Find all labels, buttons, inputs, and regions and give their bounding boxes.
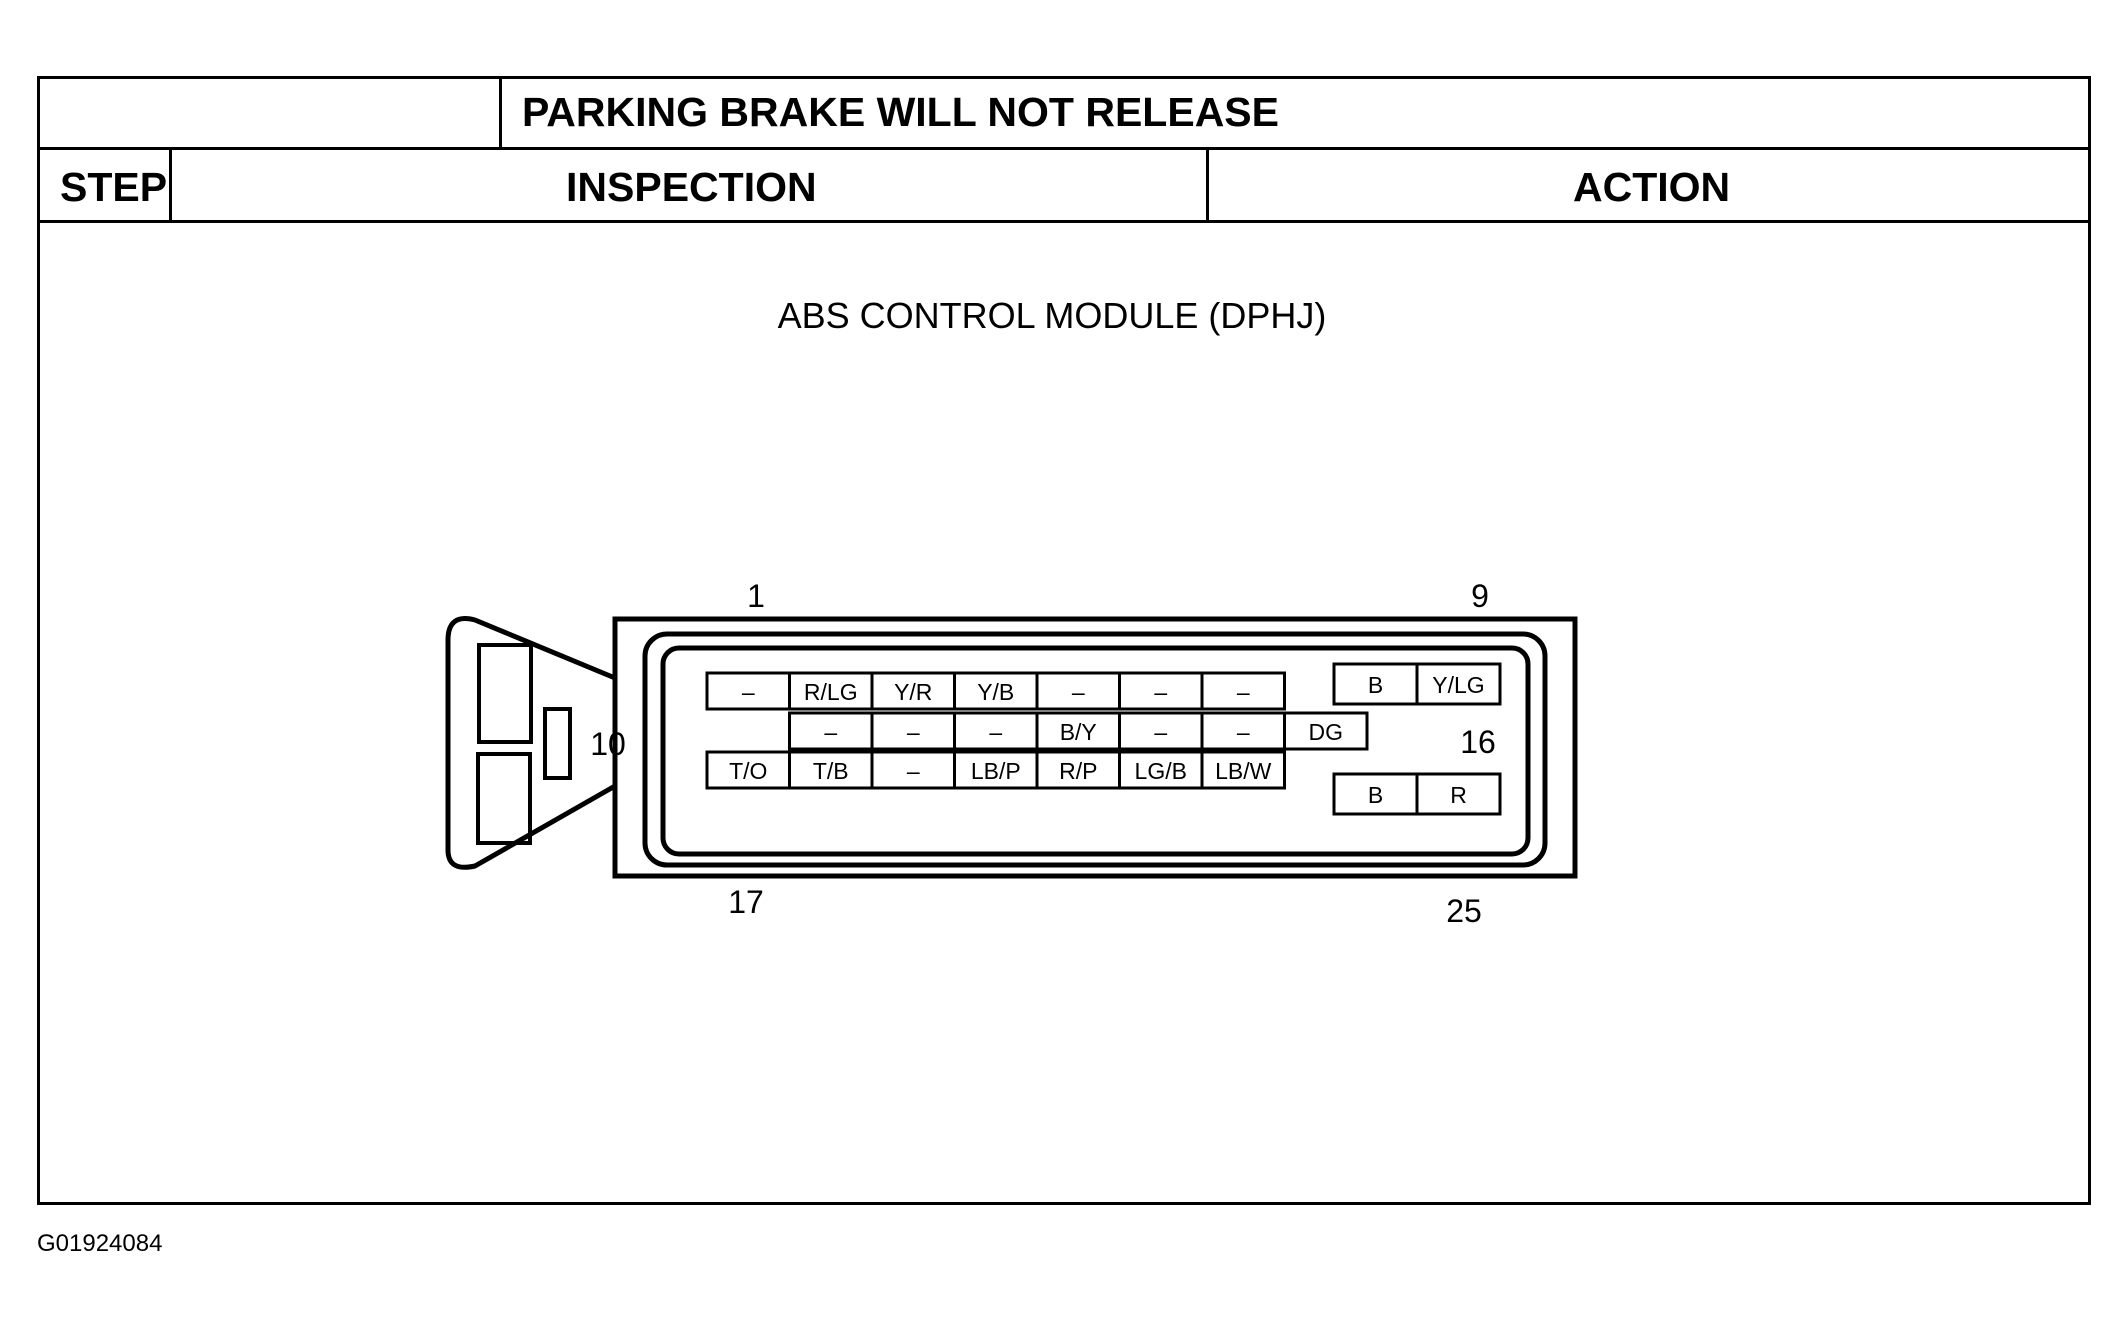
pin-rb-1-label: B: [1368, 782, 1383, 808]
step-header: STEP: [60, 164, 168, 210]
pin-r3-6-cell: [1118, 750, 1204, 790]
title-cell-divider: [499, 76, 502, 150]
action-column-divider: [1206, 147, 1209, 223]
pin-r3-4-label: LB/P: [971, 758, 1021, 784]
pin-r2-3-cell: [953, 711, 1039, 751]
pin-r1-2-cell: [788, 671, 874, 711]
tab-slot-upper: [477, 643, 533, 744]
pin-r3-3-cell: [870, 750, 956, 790]
pin-r1-6-label: –: [1154, 679, 1167, 705]
pin-number-17: 17: [728, 884, 764, 920]
connector-cavity: [660, 645, 1531, 857]
pin-r2-1-label: –: [824, 719, 837, 745]
pin-rb-2-cell: [1415, 772, 1502, 816]
pin-number-16: 16: [1460, 724, 1496, 760]
step-column-divider: [169, 147, 172, 223]
pin-r3-1-label: T/O: [729, 758, 767, 784]
pin-r1-2-label: R/LG: [804, 679, 858, 705]
table-frame: [37, 76, 2091, 1205]
pin-r2-6-label: –: [1237, 719, 1250, 745]
pin-r1-5-label: –: [1072, 679, 1085, 705]
pin-r3-7-label: LB/W: [1215, 758, 1272, 784]
pin-r2-3-label: –: [989, 719, 1002, 745]
pin-r3-6-label: LG/B: [1135, 758, 1187, 784]
tab-slot-lower: [476, 752, 532, 845]
connector-outer-body: [612, 616, 1578, 879]
pin-r3-7-cell: [1200, 750, 1286, 790]
figure-id: G01924084: [37, 1230, 163, 1257]
pin-r2-2-label: –: [907, 719, 920, 745]
pin-r2-6-cell: [1200, 711, 1286, 751]
pin-r1-3-label: Y/R: [894, 679, 932, 705]
diagram-title: ABS CONTROL MODULE (DPHJ): [778, 295, 1327, 336]
pin-r2-7-cell: [1283, 711, 1369, 751]
pin-r3-2-cell: [788, 750, 874, 790]
pin-r1-7-cell: [1200, 671, 1286, 711]
column-header-divider: [37, 220, 2091, 223]
pin-number-1: 1: [747, 578, 765, 614]
connector-tab: [445, 616, 617, 870]
pin-r3-5-label: R/P: [1059, 758, 1097, 784]
pin-r1-7-label: –: [1237, 679, 1250, 705]
pin-rt-1-cell: [1332, 662, 1419, 706]
pin-r1-1-label: –: [742, 679, 755, 705]
pin-r1-4-label: Y/B: [977, 679, 1014, 705]
pin-r3-2-label: T/B: [813, 758, 849, 784]
pin-r3-3-label: –: [907, 758, 920, 784]
action-header: ACTION: [1573, 164, 1731, 210]
pin-r2-4-label: B/Y: [1060, 719, 1097, 745]
pin-number-9: 9: [1471, 578, 1489, 614]
inspection-header: INSPECTION: [566, 164, 817, 210]
pin-r1-1-cell: [705, 671, 791, 711]
header-divider: [37, 147, 2091, 150]
pin-rt-2-cell: [1415, 662, 1502, 706]
pin-rt-1-label: B: [1368, 672, 1383, 698]
pin-r1-3-cell: [870, 671, 956, 711]
pin-r2-7-label: DG: [1309, 719, 1344, 745]
connector-inner-wall: [642, 631, 1548, 868]
pin-number-25: 25: [1446, 893, 1482, 929]
pin-rt-2-label: Y/LG: [1432, 672, 1484, 698]
tab-latch: [543, 707, 572, 780]
pin-rb-2-label: R: [1450, 782, 1467, 808]
pin-number-10: 10: [590, 726, 626, 762]
table-title: PARKING BRAKE WILL NOT RELEASE: [522, 89, 1279, 135]
pin-r2-5-label: –: [1154, 719, 1167, 745]
pin-r3-4-cell: [953, 750, 1039, 790]
